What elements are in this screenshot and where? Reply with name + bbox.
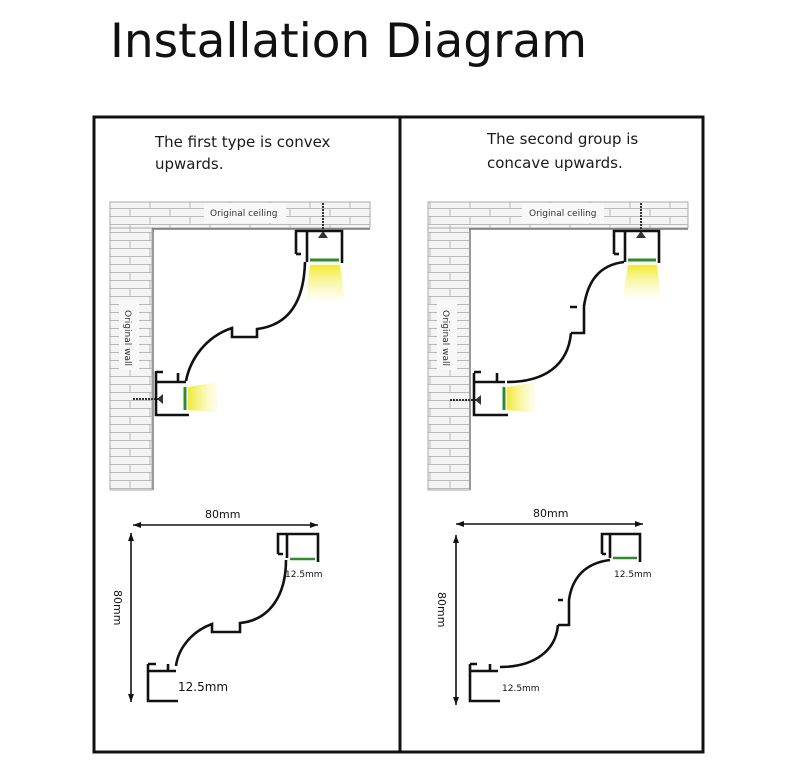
panel-caption-line1: The second group is	[486, 130, 638, 148]
light-beam	[306, 265, 345, 300]
height-dimension: 80mm	[435, 592, 448, 627]
led-profile-convex	[154, 229, 344, 417]
dimension-drawing	[128, 522, 320, 703]
light-beam	[623, 265, 661, 297]
brick-ceiling-and-wall	[109, 201, 371, 491]
dimension-drawing	[453, 521, 643, 705]
bottom-channel-dimension: 12.5mm	[178, 680, 228, 694]
height-dimension: 80mm	[111, 590, 124, 625]
ceiling-label: Original ceiling	[529, 209, 596, 219]
ceiling-label: Original ceiling	[210, 209, 277, 219]
page-title: Installation Diagram	[110, 14, 587, 69]
panel-caption-line1: The first type is convex	[154, 133, 331, 151]
panel-convex: The first type is convex upwards. Origin…	[109, 133, 371, 703]
panel-concave: The second group is concave upwards. Ori…	[427, 130, 689, 705]
light-beam	[507, 382, 536, 413]
led-profile-concave	[472, 229, 661, 417]
wall-label: Original wall	[122, 310, 132, 366]
bottom-channel-dimension: 12.5mm	[502, 684, 540, 694]
top-channel-dimension: 12.5mm	[614, 570, 652, 580]
panel-caption-line2: upwards.	[155, 155, 224, 173]
panel-caption-line2: concave upwards.	[487, 154, 623, 172]
top-channel-dimension: 12.5mm	[285, 570, 323, 580]
width-dimension: 80mm	[533, 507, 568, 520]
wall-label: Original wall	[440, 310, 450, 366]
width-dimension: 80mm	[205, 508, 240, 521]
brick-ceiling-and-wall	[427, 201, 689, 491]
light-beam	[188, 382, 218, 413]
